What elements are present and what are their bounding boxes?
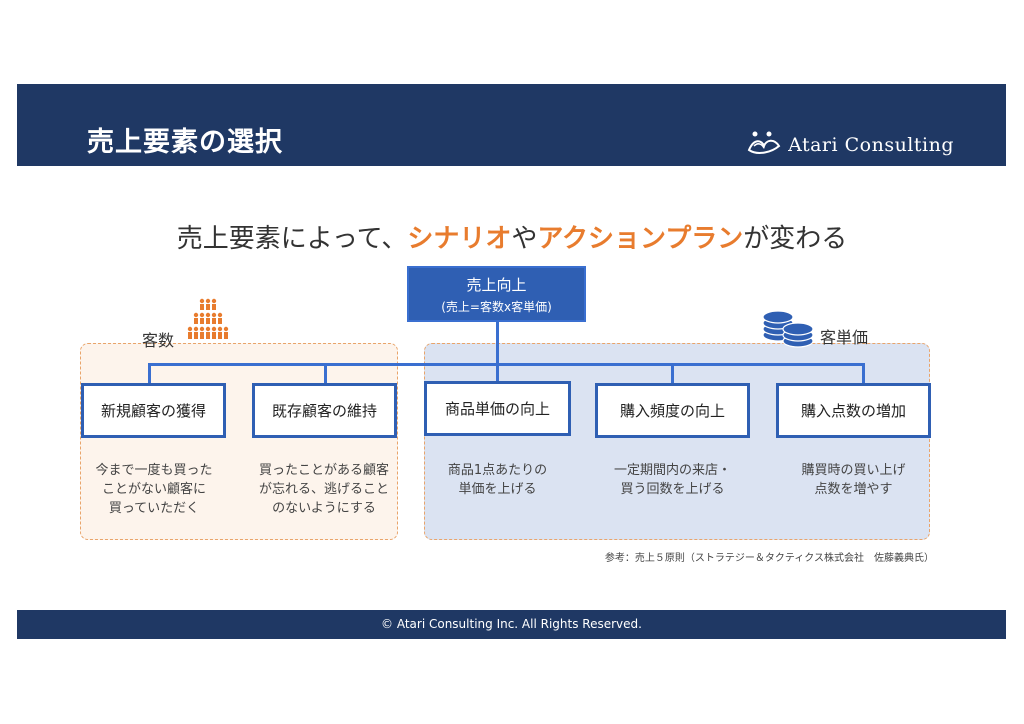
sales-formula: (売上=客数x客単価) [441,300,552,314]
unit-price-region [424,343,930,540]
connector-drop-5 [862,363,865,383]
footer-copyright: © Atari Consulting Inc. All Rights Reser… [17,610,1006,639]
coin-stack-icon [760,305,816,355]
desc-unit-price: 商品1点あたりの 単価を上げる [447,463,548,497]
reference-note: 参考：売上５原則（ストラテジー＆タクティクス株式会社 佐藤義典氏） [604,553,934,564]
connector-drop-2 [324,363,327,383]
headline-highlight-actionplan: アクションプラン [537,224,744,254]
node-item-count: 購入点数の増加 [776,383,931,438]
node-unit-price: 商品単価の向上 [424,381,571,436]
desc-retain-customer: 買ったことがある顧客 が忘れる、逃げること のないようにする [258,463,389,516]
connector-drop-3 [496,363,499,383]
node-retain-customer: 既存顧客の維持 [252,383,397,438]
people-pyramid-icon [186,298,230,352]
desc-purchase-frequency: 一定期間内の来店・ 買う回数を上げる [613,463,731,497]
headline-prefix: 売上要素によって、 [176,224,408,254]
headline: 売上要素によって、シナリオやアクションプランが変わる [0,218,1024,255]
page-title: 売上要素の選択 [87,127,283,158]
group-label-customer-count: 客数 [142,331,175,350]
connector-horizontal [148,363,865,366]
brand-logo: Atari Consulting [746,128,954,162]
headline-highlight-scenario: シナリオ [407,224,512,254]
brand-name: Atari Consulting [788,134,954,156]
headline-mid: や [511,224,538,254]
connector-vertical-main [496,322,499,365]
sales-improvement-label: 売上向上 [466,276,527,294]
headline-suffix: が変わる [743,224,848,254]
group-label-unit-price: 客単価 [820,328,869,347]
node-purchase-frequency: 購入頻度の向上 [595,383,750,438]
sales-improvement-node: 売上向上 (売上=客数x客単価) [407,266,586,322]
desc-item-count: 購買時の買い上げ 点数を増やす [801,463,906,497]
connector-drop-4 [671,363,674,383]
logo-icon [746,128,782,162]
header-bar: 売上要素の選択 Atari Consulting [17,84,1006,166]
node-new-customer: 新規顧客の獲得 [81,383,226,438]
customer-count-region [80,343,398,540]
desc-new-customer: 今まで一度も買った ことがない顧客に 買っていただく [95,463,213,516]
connector-drop-1 [148,363,151,383]
